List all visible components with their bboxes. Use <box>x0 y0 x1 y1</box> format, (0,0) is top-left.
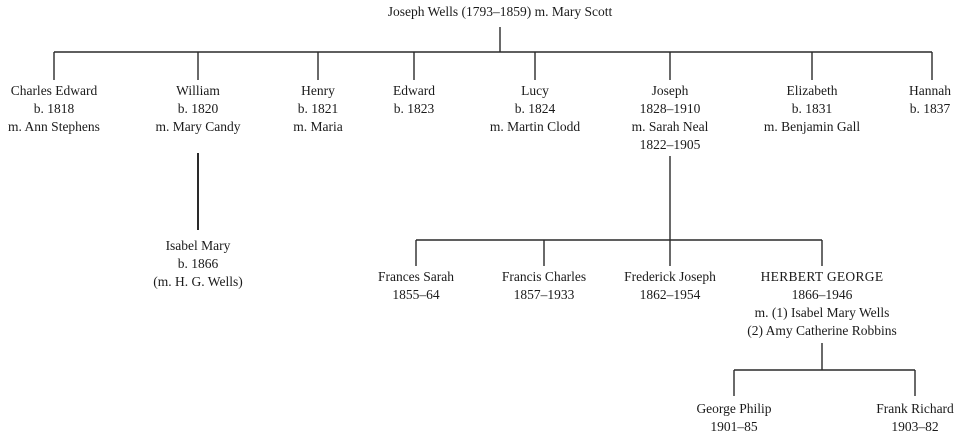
person-frederick-joseph: Frederick Joseph 1862–1954 <box>624 268 716 304</box>
person-name: Hannah <box>909 83 951 98</box>
person-spouse: m. Sarah Neal <box>631 119 709 134</box>
person-dates: 1828–1910 <box>639 101 701 116</box>
person-frank-richard: Frank Richard 1903–82 <box>876 400 954 436</box>
root-ancestor: Joseph Wells (1793–1859) m. Mary Scott <box>387 4 613 19</box>
person-spouse: m. Maria <box>293 119 343 134</box>
person-name: Frederick Joseph <box>624 269 716 284</box>
person-spouse: m. Benjamin Gall <box>763 119 861 134</box>
person-name: Edward <box>393 83 435 98</box>
person-joseph: Joseph 1828–1910 m. Sarah Neal 1822–1905 <box>632 82 709 154</box>
person-name: Charles Edward <box>10 83 98 98</box>
person-name: Elizabeth <box>786 83 838 98</box>
person-dates: b. 1820 <box>177 101 219 116</box>
person-dates: b. 1824 <box>514 101 556 116</box>
person-spouse-first: m. (1) Isabel Mary Wells <box>754 305 890 320</box>
spouse-dates: 1822–1905 <box>639 137 701 152</box>
person-name: Isabel Mary <box>165 238 231 253</box>
person-henry: Henry b. 1821 m. Maria <box>293 82 343 136</box>
person-dates: b. 1823 <box>393 101 435 116</box>
person-dates: 1855–64 <box>392 287 440 302</box>
person-name: William <box>176 83 220 98</box>
person-dates: 1901–85 <box>710 419 758 434</box>
person-charles-edward: Charles Edward b. 1818 m. Ann Stephens <box>8 82 100 136</box>
person-name: Francis Charles <box>501 269 587 284</box>
person-spouse: m. Martin Clodd <box>489 119 581 134</box>
person-name: Frances Sarah <box>377 269 455 284</box>
person-dates: 1862–1954 <box>639 287 701 302</box>
person-isabel-mary: Isabel Mary b. 1866 (m. H. G. Wells) <box>153 237 242 291</box>
person-herbert-george: HERBERT GEORGE 1866–1946 m. (1) Isabel M… <box>747 268 897 340</box>
person-name: HERBERT GEORGE <box>760 269 884 284</box>
person-hannah: Hannah b. 1837 <box>909 82 951 118</box>
person-dates: 1866–1946 <box>791 287 853 302</box>
person-name: Joseph <box>651 83 689 98</box>
person-dates: b. 1837 <box>909 101 951 116</box>
person-dates: 1903–82 <box>891 419 939 434</box>
person-dates: 1857–1933 <box>513 287 575 302</box>
person-spouse: m. Ann Stephens <box>8 119 100 134</box>
person-spouse: (m. H. G. Wells) <box>153 274 243 289</box>
person-name: Henry <box>301 83 335 98</box>
person-edward: Edward b. 1823 <box>393 82 435 118</box>
person-george-philip: George Philip 1901–85 <box>696 400 771 436</box>
person-francis-charles: Francis Charles 1857–1933 <box>502 268 586 304</box>
person-dates: b. 1831 <box>791 101 833 116</box>
person-name: George Philip <box>696 401 772 416</box>
person-name: Lucy <box>521 83 549 98</box>
person-spouse-second: (2) Amy Catherine Robbins <box>747 323 897 338</box>
person-frances-sarah: Frances Sarah 1855–64 <box>378 268 454 304</box>
person-lucy: Lucy b. 1824 m. Martin Clodd <box>490 82 580 136</box>
person-name: Frank Richard <box>876 401 954 416</box>
person-william: William b. 1820 m. Mary Candy <box>155 82 240 136</box>
person-dates: b. 1821 <box>297 101 339 116</box>
person-dates: b. 1866 <box>177 256 219 271</box>
person-spouse: m. Mary Candy <box>155 119 241 134</box>
person-dates: b. 1818 <box>33 101 75 116</box>
person-elizabeth: Elizabeth b. 1831 m. Benjamin Gall <box>764 82 860 136</box>
